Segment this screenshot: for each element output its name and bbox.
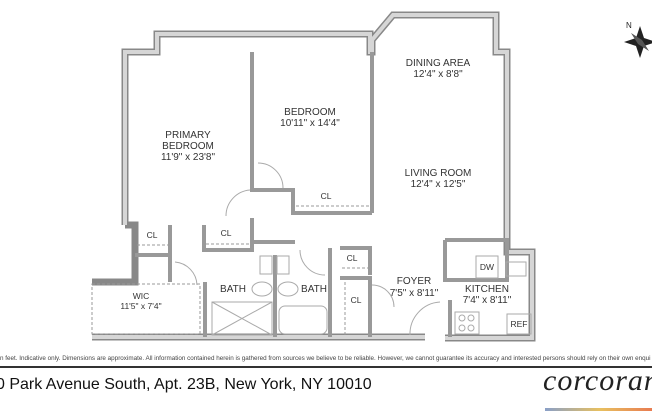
compass-north-label: N	[626, 21, 632, 30]
kitchen-dims: 7'4" x 8'11"	[463, 295, 512, 306]
bath-label: BATH	[301, 284, 327, 295]
bedroom-dims: 10'11" x 14'4"	[280, 118, 340, 129]
dining-area-dims: 12'4" x 8'8"	[413, 69, 463, 80]
bedroom-label: BEDROOM	[284, 107, 336, 118]
closet-dashes	[91, 205, 370, 335]
bath-label: BATH	[220, 284, 246, 295]
corcoran-logo: corcoran	[543, 364, 652, 397]
compass-rose-icon: N	[624, 21, 652, 58]
divider	[0, 366, 652, 368]
primary-bedroom-label-2: BEDROOM	[162, 141, 214, 152]
disclaimer-text: n feet. Indicative only. Dimensions are …	[0, 355, 651, 362]
living-room-label: LIVING ROOM	[405, 168, 472, 179]
doors-fixtures	[174, 162, 532, 336]
closet-label: CL	[351, 295, 362, 305]
dining-area-label: DINING AREA	[406, 58, 471, 69]
listing-address: 0 Park Avenue South, Apt. 23B, New York,…	[0, 376, 372, 393]
interior-walls	[135, 52, 509, 337]
primary-bedroom-dims: 11'9" x 23'8"	[161, 152, 216, 163]
kitchen-label: KITCHEN	[465, 284, 509, 295]
primary-bedroom-label-1: PRIMARY	[165, 130, 211, 141]
wic-label: WIC	[133, 291, 150, 301]
room-labels: DINING AREA 12'4" x 8'8" BEDROOM 10'11" …	[120, 58, 527, 329]
closet-label: CL	[221, 228, 232, 238]
closet-label: CL	[147, 230, 158, 240]
foyer-dims: 7'5" x 8'11"	[390, 288, 439, 299]
dishwasher-label: DW	[480, 262, 494, 272]
closet-label: CL	[321, 191, 332, 201]
living-room-dims: 12'4" x 12'5"	[411, 179, 466, 190]
logo-gradient-bar	[545, 408, 652, 411]
closet-label: CL	[347, 253, 358, 263]
foyer-label: FOYER	[397, 276, 431, 287]
wic-dims: 11'5" x 7'4"	[120, 301, 161, 311]
refrigerator-label: REF	[511, 319, 528, 329]
